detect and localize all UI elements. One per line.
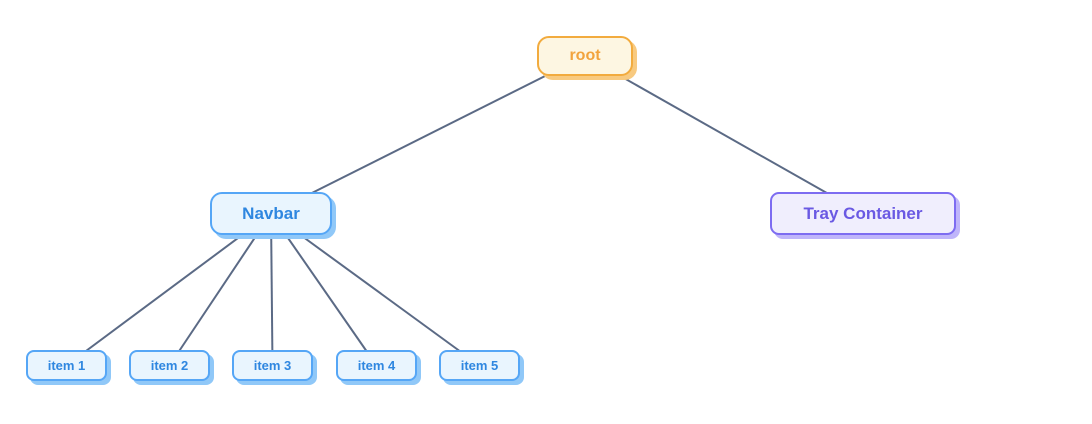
- tree-node-root[interactable]: root: [537, 36, 633, 76]
- tree-edge-navbar-item5: [270, 212, 481, 367]
- tree-node-tray-container-label: Tray Container: [803, 204, 923, 223]
- tree-edge-navbar-item2: [168, 212, 272, 367]
- tree-node-item-3-label: item 3: [253, 358, 292, 373]
- tree-edge-navbar-item4: [270, 212, 378, 367]
- tree-node-item-4[interactable]: item 4: [336, 350, 417, 381]
- tree-edge-root-tray: [584, 55, 864, 215]
- tree-node-item-4-label: item 4: [357, 358, 396, 373]
- tree-node-item-3[interactable]: item 3: [232, 350, 313, 381]
- tree-node-tray-container[interactable]: Tray Container: [770, 192, 956, 235]
- tree-node-navbar[interactable]: Navbar: [210, 192, 332, 235]
- tree-node-item-1-label: item 1: [47, 358, 86, 373]
- tree-node-root-label: root: [569, 47, 601, 64]
- tree-node-item-1[interactable]: item 1: [26, 350, 107, 381]
- tree-edge-root-navbar: [270, 55, 586, 215]
- tree-node-navbar-label: Navbar: [242, 204, 300, 223]
- tree-edge-navbar-item1: [65, 212, 272, 367]
- tree-node-item-5-label: item 5: [460, 358, 499, 373]
- tree-node-item-5[interactable]: item 5: [439, 350, 520, 381]
- tree-node-item-2[interactable]: item 2: [129, 350, 210, 381]
- tree-node-item-2-label: item 2: [150, 358, 189, 373]
- tree-edge-navbar-item3: [270, 213, 274, 366]
